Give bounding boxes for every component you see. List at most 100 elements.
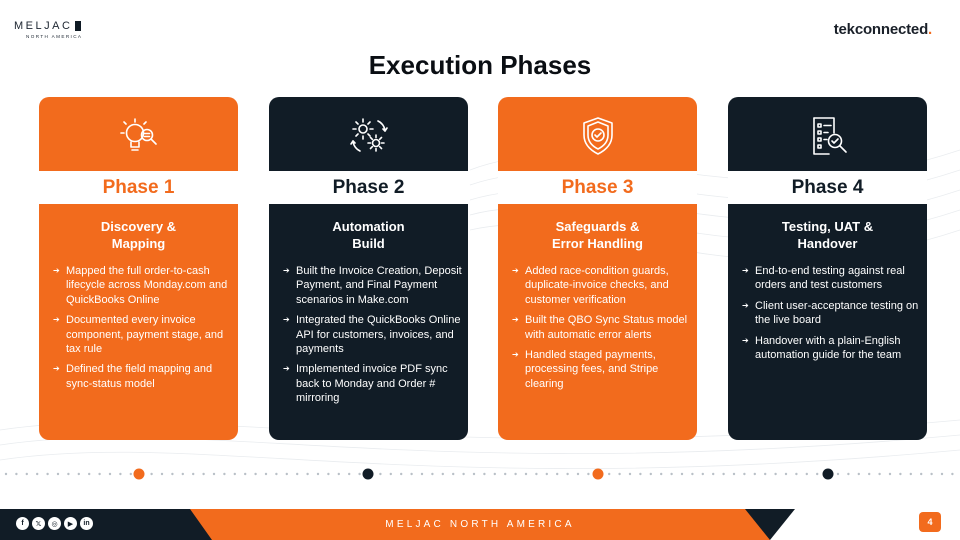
- timeline-dot: [764, 472, 767, 476]
- timeline-marker-2: [362, 468, 374, 480]
- bullet-item: ➔ Mapped the full order-to-cash lifecycle…: [53, 264, 233, 307]
- timeline-dot: [306, 472, 309, 476]
- timeline-dot: [493, 472, 496, 476]
- bullet-item: ➔Defined the field mapping and sync-stat…: [53, 362, 233, 391]
- timeline-dot: [660, 472, 663, 476]
- timeline-dot: [680, 472, 684, 476]
- phase-bullets: ➔Built the Invoice Creation, Deposit Pay…: [283, 264, 463, 412]
- arrow-right-icon: ➔: [512, 350, 519, 360]
- timeline-markers: [133, 468, 834, 480]
- arrow-right-icon: ➔: [283, 266, 290, 275]
- timeline-dot: [441, 472, 444, 476]
- tekconnected-logo: tekconnected.: [834, 21, 932, 38]
- phase-label: Phase 1: [39, 171, 238, 204]
- lightbulb-gear-icon: [116, 113, 162, 159]
- facebook-icon[interactable]: f: [16, 517, 29, 530]
- timeline-dot: [202, 472, 205, 476]
- arrow-right-icon: ➔: [742, 266, 749, 275]
- phase-heading: Safeguards & Error Handling: [498, 218, 697, 252]
- timeline-marker-1: [133, 468, 145, 480]
- timeline-dot: [608, 472, 611, 476]
- phase-label: Phase 4: [728, 171, 927, 204]
- phase-heading-line: Build: [352, 236, 385, 251]
- gears-cycle-icon: [346, 113, 392, 159]
- footer-text: MELJAC NORTH AMERICA: [385, 519, 575, 530]
- phase-bullets: ➔Added race-condition guards, duplicate-…: [512, 264, 692, 397]
- phase-label: Phase 2: [269, 171, 468, 204]
- phase-card-1: Phase 1 Discovery & Mapping ➔Mapped the …: [39, 97, 238, 440]
- youtube-icon[interactable]: ▶: [64, 517, 77, 530]
- timeline-dot: [774, 472, 777, 476]
- arrow-right-icon: ➔: [283, 364, 290, 374]
- timeline-dot: [119, 472, 122, 476]
- timeline-dot: [836, 472, 840, 476]
- timeline-dot: [701, 472, 704, 476]
- timeline-dot: [628, 472, 632, 476]
- timeline-dot: [743, 472, 746, 476]
- checklist-magnifier-icon: [805, 113, 851, 159]
- timeline-dot: [805, 472, 808, 476]
- arrow-right-icon: ➔: [53, 266, 60, 275]
- linkedin-icon[interactable]: in: [80, 517, 93, 530]
- timeline-dot: [909, 472, 912, 476]
- bullet-item: ➔Added race-condition guards, duplicate-…: [512, 264, 692, 307]
- timeline-dot: [25, 472, 28, 476]
- bullet-text: Mapped the full order-to-cash lifecycle …: [66, 265, 228, 306]
- phase-heading-line: Discovery &: [100, 219, 177, 234]
- bullet-item: ➔Built the Invoice Creation, Deposit Pay…: [283, 264, 463, 307]
- timeline-dot: [264, 472, 268, 476]
- bullet-item: ➔Built the QBO Sync Status model with au…: [512, 313, 692, 342]
- timeline-dot: [753, 472, 756, 476]
- timeline-dot: [618, 472, 621, 476]
- timeline-dot: [400, 472, 403, 476]
- timeline-dot: [192, 472, 195, 476]
- timeline-marker-3: [592, 468, 604, 480]
- bullet-text: Documented every invoice component, paym…: [66, 314, 224, 356]
- bullet-text: End-to-end testing against real orders a…: [755, 265, 905, 292]
- timeline-dot: [389, 472, 392, 476]
- timeline-dot: [244, 472, 247, 476]
- timeline-dot: [285, 472, 288, 476]
- phase-heading-line: Safeguards &: [555, 219, 640, 234]
- timeline: [0, 467, 960, 481]
- timeline-dot: [212, 472, 216, 476]
- timeline-dot: [524, 472, 528, 476]
- timeline-dot: [784, 472, 788, 476]
- timeline-dot: [504, 472, 507, 476]
- x-icon[interactable]: 𝕏: [32, 517, 45, 530]
- timeline-dot: [545, 472, 548, 476]
- instagram-icon[interactable]: ◎: [48, 517, 61, 530]
- timeline-dots: [4, 472, 954, 476]
- timeline-dot: [431, 472, 434, 476]
- brand-mark-icon: [75, 21, 82, 31]
- timeline-dot: [930, 472, 933, 476]
- arrow-right-icon: ➔: [512, 266, 519, 275]
- timeline-dot: [233, 472, 236, 476]
- timeline-dot: [160, 472, 164, 476]
- timeline-dot: [649, 472, 652, 476]
- phase-heading: Automation Build: [269, 218, 468, 252]
- timeline-dot: [514, 472, 517, 476]
- phase-heading: Testing, UAT & Handover: [728, 218, 927, 252]
- timeline-dot: [712, 472, 715, 476]
- brand-name: MELJAC: [14, 20, 73, 32]
- bullet-item: ➔Implemented invoice PDF sync back to Mo…: [283, 362, 463, 405]
- timeline-dot: [420, 472, 424, 476]
- timeline-dot: [472, 472, 476, 476]
- timeline-dot: [857, 472, 860, 476]
- arrow-right-icon: ➔: [53, 364, 60, 374]
- timeline-dot: [358, 472, 361, 476]
- timeline-dot: [483, 472, 486, 476]
- timeline-dot: [566, 472, 569, 476]
- bullet-text: Client user-acceptance testing on the li…: [755, 299, 919, 327]
- phase-bullets: ➔ Mapped the full order-to-cash lifecycle…: [53, 264, 233, 397]
- timeline-dot: [46, 472, 49, 476]
- timeline-dot: [816, 472, 819, 476]
- footer-background: [0, 509, 960, 540]
- timeline-dot: [732, 472, 736, 476]
- timeline-marker-4: [822, 468, 834, 480]
- timeline-dot: [535, 472, 538, 476]
- footer: f 𝕏 ◎ ▶ in MELJAC NORTH AMERICA 4: [0, 509, 960, 540]
- bullet-item: ➔Handled staged payments, processing fee…: [512, 348, 692, 391]
- bullet-item: ➔Handover with a plain-English automatio…: [742, 334, 922, 363]
